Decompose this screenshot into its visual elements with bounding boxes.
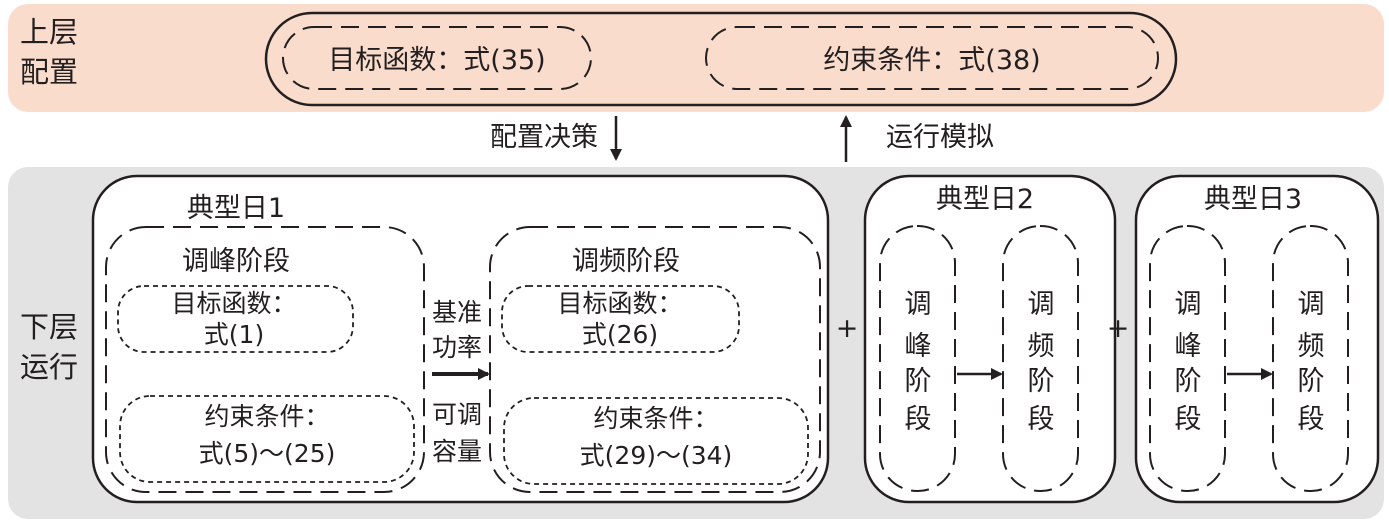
day2-peak-stage-box [879, 225, 956, 492]
upper-constraint-box [705, 26, 1159, 90]
freq-objective-box [501, 285, 740, 353]
typical-day-2-title: 典型日2 [936, 184, 1034, 215]
freq-objective-line2: 式(26) [582, 320, 658, 349]
config-decision-label: 配置决策 [490, 122, 598, 153]
freq-objective-line1: 目标函数： [557, 289, 682, 318]
day3-peak-char-3: 阶 [1175, 366, 1202, 397]
day3-freq-char-1: 调 [1298, 289, 1325, 320]
day2-freq-stage-box [1002, 225, 1079, 492]
day2-freq-char-4: 段 [1028, 404, 1055, 435]
day3-peak-stage-box [1149, 225, 1226, 492]
typical-day-3-box [1134, 174, 1380, 504]
peak-shaving-stage-box [105, 226, 425, 493]
adjustable-capacity-label-line1: 可调 [432, 400, 482, 429]
peak-constraint-line1: 约束条件： [204, 402, 329, 431]
peak-objective-box [117, 285, 354, 353]
lower-layer-label-line1: 下层 [20, 310, 78, 344]
reference-power-label-line1: 基准 [432, 298, 482, 327]
reference-power-label-line2: 功率 [432, 333, 482, 362]
typical-day-3-title: 典型日3 [1204, 184, 1302, 215]
frequency-regulation-stage-title: 调频阶段 [572, 246, 680, 277]
day3-peak-char-1: 调 [1175, 289, 1202, 320]
adjustable-capacity-label-line2: 容量 [432, 437, 482, 466]
day3-freq-char-2: 频 [1298, 331, 1325, 362]
typical-day-2-box [863, 174, 1117, 504]
peak-constraint-box [119, 395, 415, 483]
upper-config-container [264, 11, 1178, 107]
plus-sign-2: + [1107, 313, 1130, 344]
day2-freq-char-1: 调 [1028, 289, 1055, 320]
operation-simulation-label: 运行模拟 [886, 122, 994, 153]
day2-peak-char-2: 峰 [905, 331, 932, 362]
day3-peak-char-4: 段 [1175, 404, 1202, 435]
typical-day-1-title: 典型日1 [187, 193, 285, 224]
day3-freq-char-4: 段 [1298, 404, 1325, 435]
day2-peak-char-4: 段 [905, 404, 932, 435]
day2-freq-char-2: 频 [1028, 331, 1055, 362]
peak-objective-line1: 目标函数： [171, 289, 296, 318]
day3-peak-char-2: 峰 [1175, 331, 1202, 362]
lower-layer-label-line2: 运行 [20, 350, 78, 384]
upper-layer-label-line2: 配置 [20, 55, 78, 89]
freq-constraint-box [503, 397, 809, 485]
typical-day-1-box [91, 174, 830, 504]
day3-freq-char-3: 阶 [1298, 366, 1325, 397]
freq-constraint-line1: 约束条件： [593, 404, 718, 433]
frequency-regulation-stage-box [489, 226, 821, 493]
upper-layer-band [8, 4, 1384, 112]
day2-peak-char-3: 阶 [905, 366, 932, 397]
upper-objective-box [282, 26, 592, 90]
day2-freq-char-3: 阶 [1028, 366, 1055, 397]
day2-peak-char-1: 调 [905, 289, 932, 320]
peak-shaving-stage-title: 调峰阶段 [182, 246, 290, 277]
peak-constraint-line2: 式(5)～(25) [199, 439, 336, 468]
plus-sign-1: + [836, 313, 859, 344]
peak-objective-line2: 式(1) [204, 320, 264, 349]
upper-layer-label-line1: 上层 [20, 15, 78, 49]
day3-freq-stage-box [1272, 225, 1349, 492]
freq-constraint-line2: 式(29)～(34) [580, 441, 733, 470]
upper-objective-text: 目标函数：式(35) [328, 45, 545, 76]
upper-constraint-text: 约束条件：式(38) [823, 45, 1040, 76]
